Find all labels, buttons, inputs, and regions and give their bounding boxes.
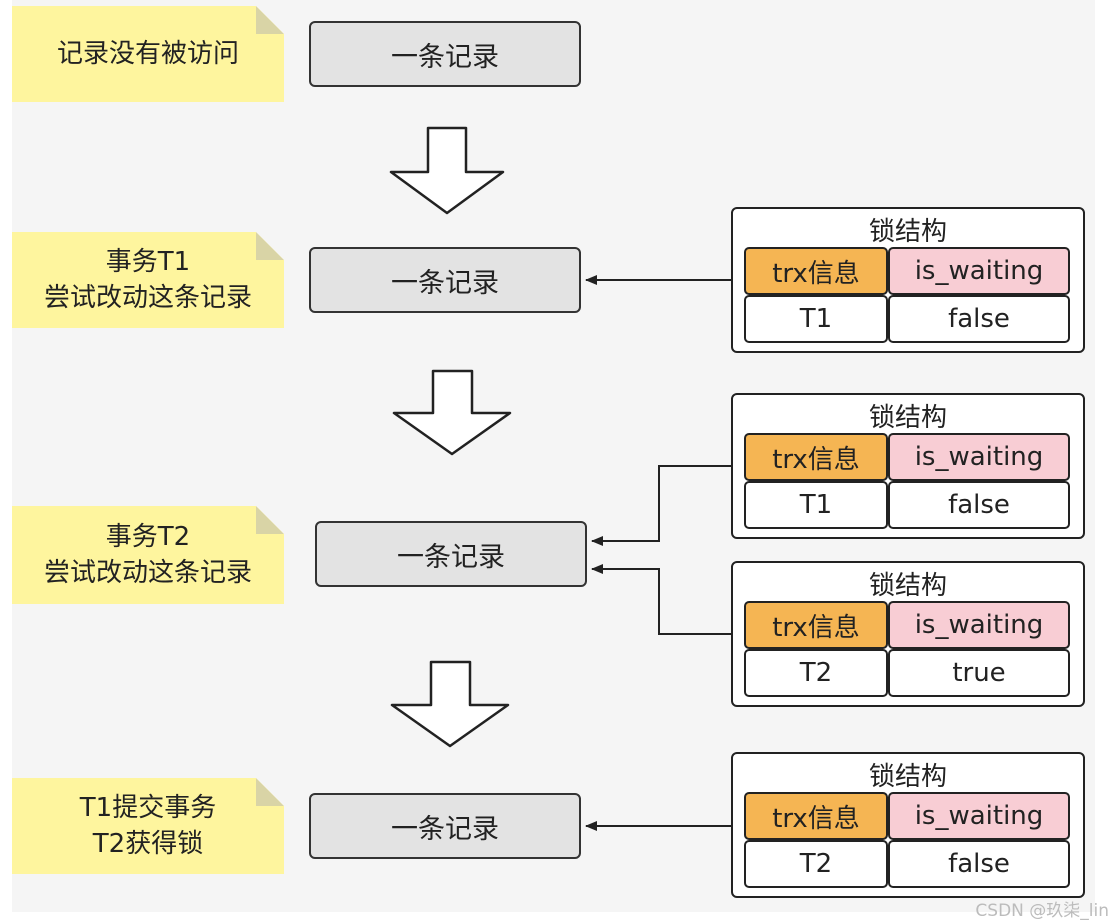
record-label: 一条记录 bbox=[391, 267, 499, 299]
lock-title: 锁结构 bbox=[868, 403, 947, 433]
note-line: 尝试改动这条记录 bbox=[43, 283, 252, 313]
header-trx: trx信息 bbox=[744, 433, 888, 481]
lock-title: 锁结构 bbox=[868, 762, 947, 792]
record-label: 一条记录 bbox=[397, 541, 505, 573]
record-label: 一条记录 bbox=[391, 813, 499, 845]
flow-down-arrow-3 bbox=[390, 660, 510, 748]
flow-down-arrow-2 bbox=[392, 369, 512, 456]
record-box-4: 一条记录 bbox=[309, 793, 581, 859]
header-is-waiting: is_waiting bbox=[888, 601, 1070, 649]
header-trx: trx信息 bbox=[744, 247, 888, 295]
flow-down-arrow-1 bbox=[389, 126, 505, 215]
header-is-waiting: is_waiting bbox=[888, 433, 1070, 481]
lock-pointer-arrow-3 bbox=[591, 564, 731, 635]
lock-title: 锁结构 bbox=[868, 217, 947, 247]
record-label: 一条记录 bbox=[391, 41, 499, 73]
note-line: 事务T1 bbox=[105, 247, 191, 277]
trx-value: T2 bbox=[744, 649, 888, 697]
note-step-2: 事务T1 尝试改动这条记录 bbox=[12, 232, 284, 328]
record-box-2: 一条记录 bbox=[309, 247, 581, 313]
trx-value: T2 bbox=[744, 840, 888, 888]
lock-structure-1: 锁结构 trx信息 is_waiting T1 false bbox=[731, 207, 1085, 353]
note-line: 记录没有被访问 bbox=[56, 39, 239, 69]
note-step-3: 事务T2 尝试改动这条记录 bbox=[12, 506, 284, 604]
note-line: 事务T2 bbox=[105, 522, 191, 552]
header-is-waiting: is_waiting bbox=[888, 792, 1070, 840]
lock-structure-4: 锁结构 trx信息 is_waiting T2 false bbox=[731, 752, 1085, 898]
header-trx: trx信息 bbox=[744, 792, 888, 840]
is-waiting-value: true bbox=[888, 649, 1070, 697]
note-line: 尝试改动这条记录 bbox=[43, 558, 252, 588]
trx-value: T1 bbox=[744, 295, 888, 343]
note-line: T2获得锁 bbox=[92, 829, 204, 859]
note-line: T1提交事务 bbox=[79, 793, 217, 823]
note-step-1: 记录没有被访问 bbox=[12, 6, 284, 102]
header-trx: trx信息 bbox=[744, 601, 888, 649]
trx-value: T1 bbox=[744, 481, 888, 529]
record-box-3: 一条记录 bbox=[315, 521, 587, 587]
note-step-4: T1提交事务 T2获得锁 bbox=[12, 778, 284, 874]
record-box-1: 一条记录 bbox=[309, 21, 581, 87]
is-waiting-value: false bbox=[888, 295, 1070, 343]
lock-pointer-arrow-2 bbox=[591, 465, 731, 546]
lock-structure-3: 锁结构 trx信息 is_waiting T2 true bbox=[731, 561, 1085, 707]
is-waiting-value: false bbox=[888, 840, 1070, 888]
header-is-waiting: is_waiting bbox=[888, 247, 1070, 295]
is-waiting-value: false bbox=[888, 481, 1070, 529]
lock-title: 锁结构 bbox=[868, 571, 947, 601]
watermark: CSDN @玖柒_lin bbox=[975, 901, 1109, 921]
lock-structure-2: 锁结构 trx信息 is_waiting T1 false bbox=[731, 393, 1085, 539]
